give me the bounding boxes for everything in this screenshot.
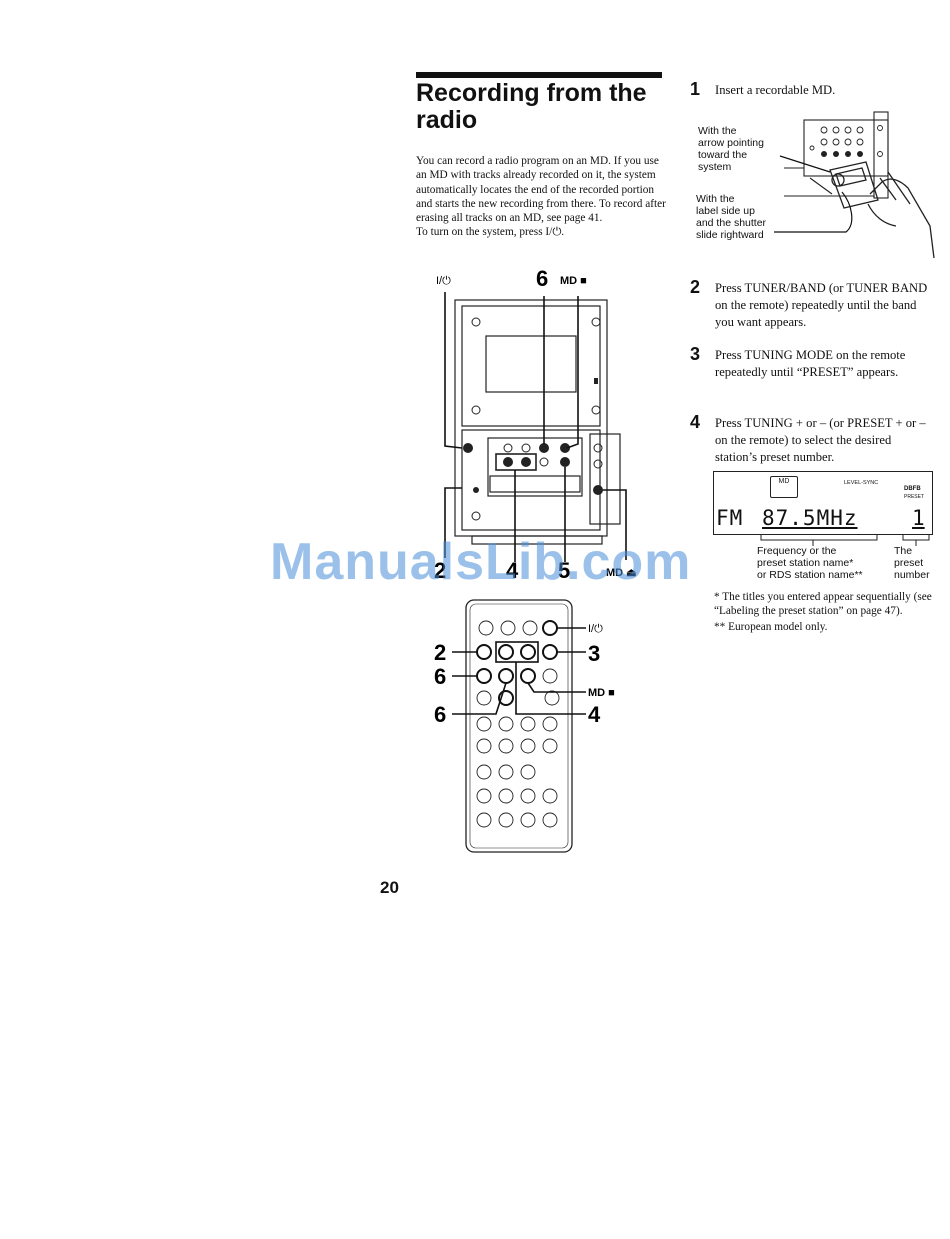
- band-readout: FM: [716, 506, 744, 530]
- page-title: Recording from the radio: [416, 79, 647, 134]
- footnote: * The titles you entered appear sequenti…: [714, 591, 932, 617]
- step-5-callout: 5: [558, 558, 570, 583]
- step-text: Press TUNING MODE on the remote repeated…: [715, 348, 906, 379]
- intro-text: You can record a radio program on an MD.…: [416, 154, 666, 240]
- step-text: Insert a recordable MD.: [715, 83, 836, 97]
- preset-indicator: PRESET: [904, 494, 925, 500]
- main-unit-illustration: I/⏻ 6 MD ■ 2 4 5 MD ⏏: [434, 266, 637, 583]
- power-label: I/⏻: [436, 275, 451, 287]
- remote-power-label: I/⏻: [588, 623, 603, 635]
- step-4-callout: 4: [506, 558, 519, 583]
- remote-illustration: I/⏻ 2 3 6 MD ■ 6 4: [434, 599, 615, 853]
- frequency-readout: 87.5MHz: [762, 506, 858, 530]
- remote-md-stop-label: MD ■: [588, 687, 615, 699]
- dbfb-indicator: DBFB: [904, 486, 921, 492]
- footnote: ** European model only.: [714, 621, 828, 633]
- step-2: 2 Press TUNER/BAND (or TUNER BAND on the…: [690, 277, 935, 340]
- step-1: 1 Insert a recordable MD.: [690, 79, 935, 102]
- step-text: Press TUNER/BAND (or TUNER BAND on the r…: [715, 281, 928, 329]
- radio-display: MD LEVEL-SYNC DBFB PRESET FM 87.5MHz 1: [713, 471, 933, 535]
- remote-step-2-callout: 2: [434, 640, 446, 665]
- md-callout-arrow: With the arrow pointing toward the syste…: [698, 125, 764, 173]
- md-disc-icon: MD: [770, 476, 798, 498]
- display-label-frequency: Frequency or the preset station name* or…: [757, 545, 863, 581]
- display-label-preset: The preset number: [894, 545, 930, 581]
- step-4: 4 Press TUNING + or – (or PRESET + or – …: [690, 412, 935, 470]
- intro-power-hint: To turn on the system, press I/⏻.: [416, 226, 565, 239]
- step-2-callout: 2: [434, 558, 446, 583]
- watermark: ManualsLib.com: [270, 533, 692, 591]
- remote-step-6b-callout: 6: [434, 702, 446, 727]
- md-stop-label: MD ■: [560, 275, 587, 287]
- remote-step-3-callout: 3: [588, 641, 600, 666]
- md-insert-illustration: [774, 111, 935, 259]
- footnotes: * The titles you entered appear sequenti…: [714, 590, 939, 636]
- heading-rule: [416, 72, 662, 78]
- md-callout-label: With the label side up and the shutter s…: [696, 193, 767, 241]
- step-3: 3 Press TUNING MODE on the remote repeat…: [690, 344, 935, 402]
- display-brackets: [760, 535, 930, 546]
- step-number: 2: [690, 277, 701, 297]
- step-number: 1: [690, 79, 701, 99]
- preset-number-readout: 1: [912, 506, 925, 530]
- page-number: 20: [380, 878, 399, 897]
- step-6-callout: 6: [536, 266, 548, 291]
- step-text: Press TUNING + or – (or PRESET + or – on…: [715, 416, 926, 464]
- remote-step-6a-callout: 6: [434, 664, 446, 689]
- step-number: 3: [690, 344, 701, 364]
- md-eject-label: MD ⏏: [606, 567, 637, 579]
- intro-paragraph: You can record a radio program on an MD.…: [416, 155, 666, 225]
- remote-step-4-callout: 4: [588, 702, 601, 727]
- step-number: 4: [690, 412, 701, 432]
- level-sync-indicator: LEVEL-SYNC: [844, 480, 879, 486]
